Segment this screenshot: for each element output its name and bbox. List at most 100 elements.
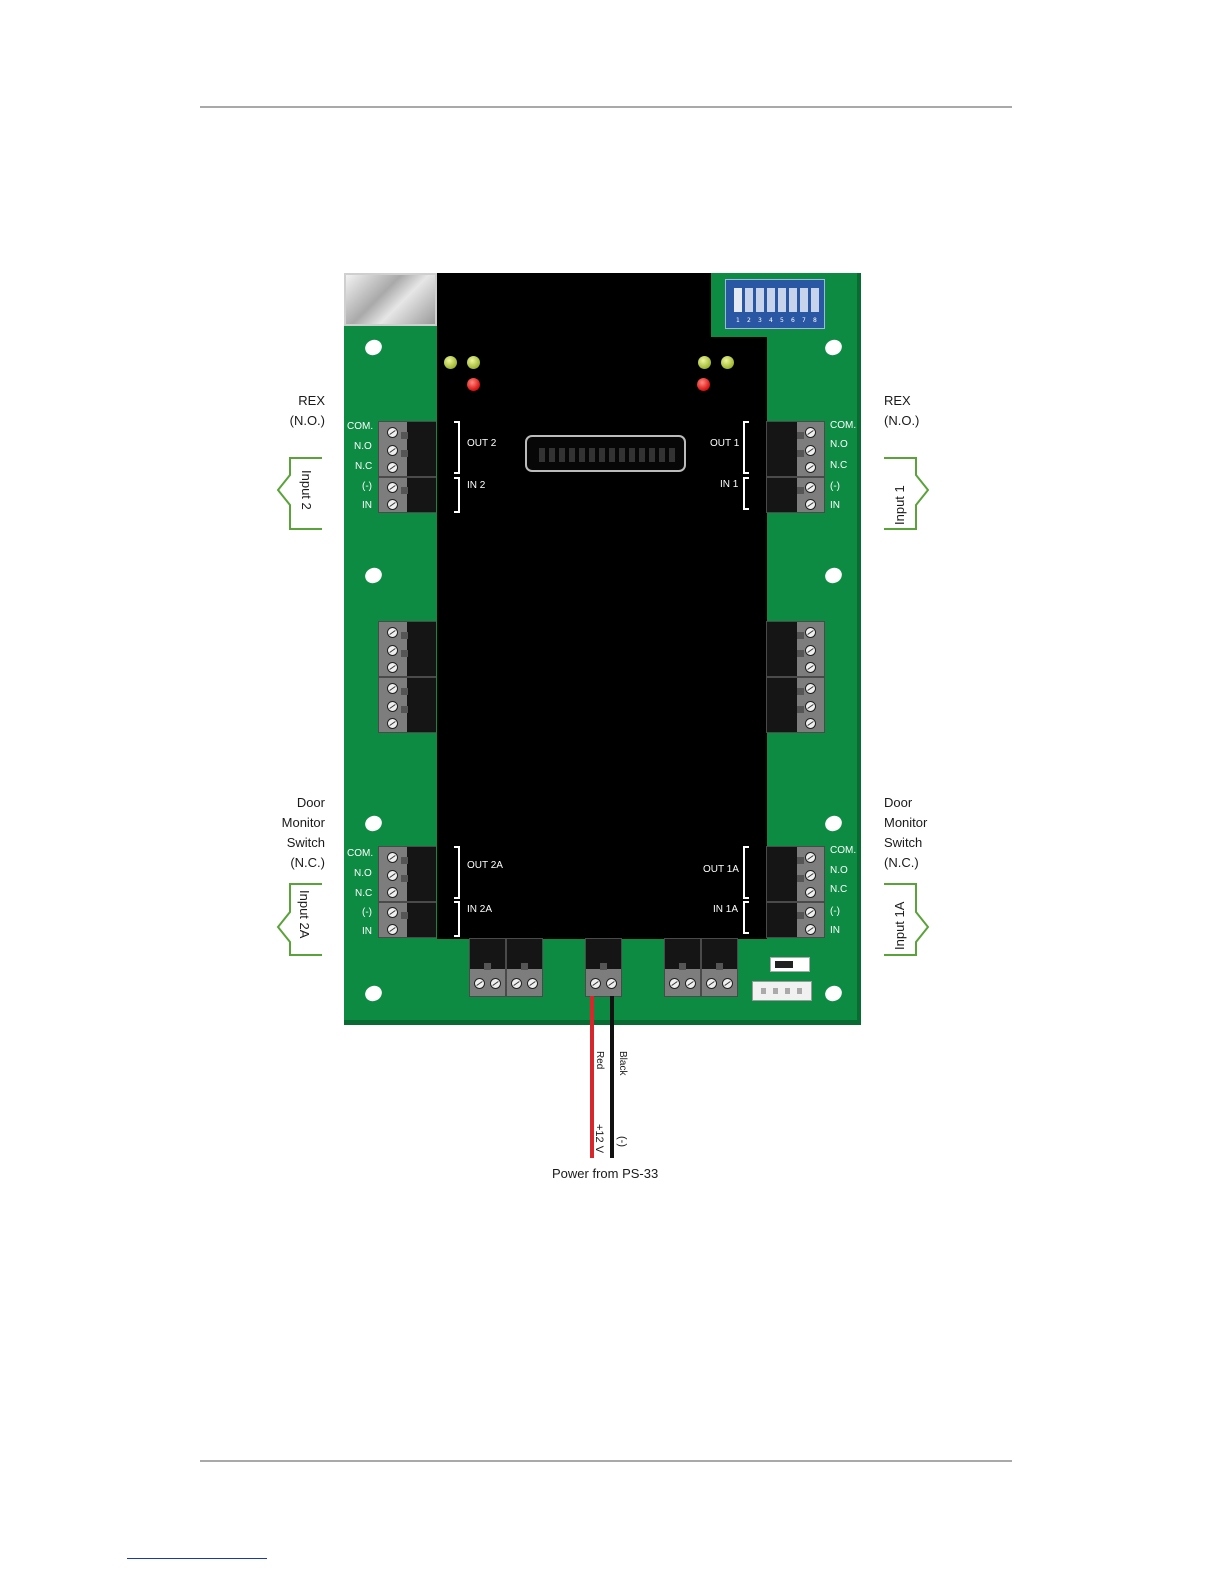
connector-pin bbox=[669, 448, 675, 462]
dip-toggle[interactable] bbox=[800, 288, 808, 312]
dip-number: 8 bbox=[813, 317, 817, 324]
dip-toggle[interactable] bbox=[745, 288, 753, 312]
rex-label-left: REX (N.O.) bbox=[265, 391, 325, 431]
terminal-block-unused[interactable] bbox=[766, 621, 825, 677]
voltage-plus-label: +12 V bbox=[593, 1124, 604, 1153]
dip-toggle[interactable] bbox=[756, 288, 764, 312]
bracket-in2a bbox=[454, 901, 460, 937]
rex-label-line: (N.O.) bbox=[884, 411, 919, 431]
bracket-out1 bbox=[743, 421, 749, 474]
dip-number: 5 bbox=[780, 317, 784, 324]
input-2a-label: Input 2A bbox=[298, 890, 311, 938]
connector-pin bbox=[599, 448, 605, 462]
connector-pin bbox=[639, 448, 645, 462]
expansion-connector[interactable] bbox=[525, 435, 686, 472]
terminal-block-bottom[interactable] bbox=[506, 938, 543, 997]
power-caption: Power from PS-33 bbox=[552, 1166, 658, 1181]
terminal-block-unused[interactable] bbox=[378, 621, 436, 677]
pin-label-no: N.O bbox=[354, 869, 372, 879]
door-monitor-label-left: Door Monitor Switch (N.C.) bbox=[245, 793, 325, 873]
terminal-block-out1[interactable] bbox=[766, 421, 825, 477]
status-led-red bbox=[467, 378, 480, 391]
connector-pin bbox=[649, 448, 655, 462]
connector-pin bbox=[549, 448, 555, 462]
pin-label-com: COM. bbox=[347, 422, 373, 432]
label-out1: OUT 1 bbox=[710, 439, 739, 449]
rex-label-line: REX bbox=[884, 391, 919, 411]
door-label-line: Switch bbox=[884, 833, 927, 853]
connector-pin bbox=[559, 448, 565, 462]
dip-toggle[interactable] bbox=[789, 288, 797, 312]
footer-link-underline[interactable] bbox=[127, 1558, 267, 1559]
voltage-minus-label: (-) bbox=[616, 1136, 627, 1147]
pin-label-com: COM. bbox=[830, 846, 856, 856]
terminal-block-out2a[interactable] bbox=[378, 846, 436, 902]
terminal-block-in1[interactable] bbox=[766, 477, 825, 513]
pin-label-minus: (-) bbox=[830, 907, 840, 917]
door-monitor-label-right: Door Monitor Switch (N.C.) bbox=[884, 793, 927, 873]
label-in1a: IN 1A bbox=[713, 905, 738, 915]
door-label-line: Monitor bbox=[884, 813, 927, 833]
terminal-block-bottom[interactable] bbox=[701, 938, 738, 997]
rex-label-line: REX bbox=[265, 391, 325, 411]
connector-pin bbox=[619, 448, 625, 462]
input-1-label: Input 1 bbox=[893, 485, 906, 525]
jst-connector[interactable] bbox=[752, 981, 812, 1001]
controller-module-right bbox=[709, 337, 767, 939]
pin-label-nc: N.C bbox=[830, 885, 847, 895]
dip-toggle[interactable] bbox=[778, 288, 786, 312]
connector-pin bbox=[629, 448, 635, 462]
status-led-green bbox=[721, 356, 734, 369]
input-2-label: Input 2 bbox=[300, 470, 313, 510]
wire-black bbox=[610, 996, 614, 1158]
terminal-block-unused[interactable] bbox=[378, 677, 436, 733]
pin-label-minus: (-) bbox=[362, 908, 372, 918]
dip-number: 4 bbox=[769, 317, 773, 324]
dip-switch[interactable]: 1 2 3 4 5 6 7 8 bbox=[725, 279, 825, 329]
door-label-line: (N.C.) bbox=[884, 853, 927, 873]
pin-label-nc: N.C bbox=[830, 461, 847, 471]
dip-toggle[interactable] bbox=[811, 288, 819, 312]
connector-pin bbox=[589, 448, 595, 462]
label-out2a: OUT 2A bbox=[467, 861, 503, 871]
dip-number: 1 bbox=[736, 317, 740, 324]
dip-toggle[interactable] bbox=[734, 288, 742, 312]
label-in2: IN 2 bbox=[467, 481, 485, 491]
dip-number: 2 bbox=[747, 317, 751, 324]
terminal-block-unused[interactable] bbox=[766, 677, 825, 733]
label-out2: OUT 2 bbox=[467, 439, 496, 449]
pin-label-minus: (-) bbox=[362, 482, 372, 492]
pin-label-minus: (-) bbox=[830, 482, 840, 492]
status-led-green bbox=[698, 356, 711, 369]
terminal-block-in2[interactable] bbox=[378, 477, 436, 513]
terminal-block-out1a[interactable] bbox=[766, 846, 825, 902]
rex-label-line: (N.O.) bbox=[265, 411, 325, 431]
pin-label-in: IN bbox=[362, 927, 372, 937]
pin-label-com: COM. bbox=[347, 849, 373, 859]
bracket-out2 bbox=[454, 421, 460, 474]
terminal-block-out2[interactable] bbox=[378, 421, 436, 477]
door-label-line: (N.C.) bbox=[245, 853, 325, 873]
controller-module bbox=[437, 273, 711, 939]
dip-number: 3 bbox=[758, 317, 762, 324]
wire-red-label: Red bbox=[594, 1051, 604, 1069]
dip-toggle[interactable] bbox=[767, 288, 775, 312]
status-led-green bbox=[467, 356, 480, 369]
bracket-in2 bbox=[454, 477, 460, 513]
dip-number: 7 bbox=[802, 317, 806, 324]
slide-switch[interactable] bbox=[770, 957, 810, 972]
terminal-block-bottom[interactable] bbox=[469, 938, 506, 997]
pin-label-no: N.O bbox=[354, 442, 372, 452]
bracket-out1a bbox=[743, 846, 749, 899]
terminal-block-bottom[interactable] bbox=[664, 938, 701, 997]
pin-label-in: IN bbox=[362, 501, 372, 511]
terminal-block-in2a[interactable] bbox=[378, 902, 436, 938]
pin-label-nc: N.C bbox=[355, 889, 372, 899]
connector-pin bbox=[659, 448, 665, 462]
connector-pin bbox=[569, 448, 575, 462]
bracket-in1 bbox=[743, 477, 749, 510]
terminal-block-in1a[interactable] bbox=[766, 902, 825, 938]
rex-label-right: REX (N.O.) bbox=[884, 391, 919, 431]
door-label-line: Switch bbox=[245, 833, 325, 853]
terminal-block-power[interactable] bbox=[585, 938, 622, 997]
